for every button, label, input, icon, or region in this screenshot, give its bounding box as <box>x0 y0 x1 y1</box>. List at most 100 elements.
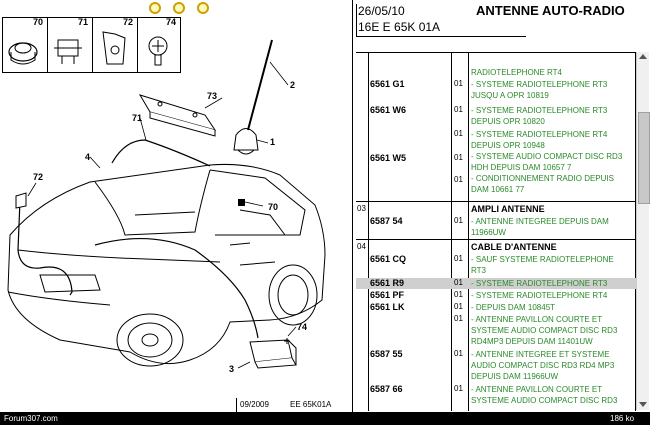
quantity: 01 <box>454 105 463 114</box>
quantity: 01 <box>454 79 463 88</box>
group-title: AMPLI ANTENNE <box>471 204 545 214</box>
part-number: 6561 W5 <box>370 153 407 163</box>
group-separator <box>356 239 636 240</box>
zoom-fit-button[interactable] <box>196 2 209 15</box>
quantity: 01 <box>454 175 463 184</box>
exploded-diagram <box>7 39 326 369</box>
desc-line: - SYSTEME RADIOTELEPHONE RT3 <box>471 279 608 288</box>
scroll-down-icon[interactable] <box>639 402 647 407</box>
group-number: 04 <box>357 242 366 251</box>
desc-line: SYSTEME AUDIO COMPACT DISC RD3 <box>471 396 618 405</box>
desc-line: DEPUIS DAM 11966UW <box>471 372 558 381</box>
part-number: 6561 W6 <box>370 105 407 115</box>
quantity: 01 <box>454 384 463 393</box>
column-line <box>635 53 636 411</box>
bracket-icon <box>102 31 126 65</box>
callout-4: 4 <box>85 152 91 162</box>
header-left-rule <box>356 4 357 36</box>
scroll-thumb[interactable] <box>638 112 650 204</box>
thumbnail-number: 74 <box>166 17 177 27</box>
desc-line: DEPUIS OPR 10820 <box>471 117 545 126</box>
vertical-scrollbar[interactable] <box>636 52 650 410</box>
thumbnail-number: 72 <box>123 17 134 27</box>
zoom-out-button[interactable] <box>172 2 185 15</box>
row-description: - ANTENNE PAVILLON COURTE ET SYSTEME AUD… <box>471 384 617 406</box>
column-line <box>368 53 369 411</box>
row-description: - ANTENNE INTEGREE ET SYSTEME AUDIO COMP… <box>471 349 614 382</box>
part-number: 6561 CQ <box>370 254 407 264</box>
parts-list-pane: 26/05/10 ANTENNE AUTO-RADIO 16E E 65K 01… <box>356 0 650 425</box>
row-description: - SAUF SYSTEME RADIOTELEPHONE RT3 <box>471 254 614 276</box>
callout-71: 71 <box>132 113 143 123</box>
part-number: 6561 R9 <box>370 278 405 288</box>
desc-line: RD4MP3 DEPUIS DAM 11401UW <box>471 337 593 346</box>
cable-clip-icon <box>54 39 82 64</box>
zoom-in-button[interactable] <box>148 2 161 15</box>
desc-line: - SYSTEME RADIOTELEPHONE RT3 <box>471 80 608 89</box>
row-description: - ANTENNE INTEGREE DEPUIS DAM 11966UW <box>471 216 609 238</box>
header-subtitle: 16E E 65K 01A <box>358 20 441 34</box>
group-title: CABLE D'ANTENNE <box>471 242 557 252</box>
footer-divider <box>236 398 237 412</box>
thumbnail-71[interactable]: 71 <box>47 17 93 73</box>
desc-line: RADIOTELEPHONE RT4 <box>471 68 562 77</box>
desc-line: SYSTEME AUDIO COMPACT DISC RD3 <box>471 326 618 335</box>
part-number: 6561 G1 <box>370 79 405 89</box>
part-number: 6587 55 <box>370 349 403 359</box>
status-left-text: Forum307.com <box>4 414 58 423</box>
desc-line: DAM 10661 77 <box>471 185 525 194</box>
row-description: - SYSTEME RADIOTELEPHONE RT3 DEPUIS OPR … <box>471 105 607 127</box>
desc-line: - SYSTEME RADIOTELEPHONE RT4 <box>471 130 608 139</box>
row-description: - SYSTEME RADIOTELEPHONE RT4 <box>471 290 607 301</box>
part-number: 6561 LK <box>370 302 405 312</box>
scroll-up-icon[interactable] <box>639 54 647 59</box>
desc-line: 11966UW <box>471 228 506 237</box>
selected-row-highlight <box>356 278 636 289</box>
desc-line: RT3 <box>471 266 486 275</box>
desc-line: - SYSTEME RADIOTELEPHONE RT4 <box>471 291 608 300</box>
row-description: RADIOTELEPHONE RT4 <box>471 67 562 78</box>
footer-date: 09/2009 <box>240 400 269 409</box>
thumbnail-72[interactable]: 72 <box>92 17 138 73</box>
callout-2: 2 <box>290 80 296 90</box>
callout-74: 74 <box>297 322 308 332</box>
quantity: 01 <box>454 278 463 287</box>
quantity: 01 <box>454 302 463 311</box>
quantity: 01 <box>454 216 463 225</box>
thumbnail-74[interactable]: 74 <box>137 17 181 73</box>
quantity: 01 <box>454 314 463 323</box>
thumbnail-number: 70 <box>33 17 44 27</box>
callout-3: 3 <box>229 364 235 374</box>
zoom-in-icon <box>148 2 161 14</box>
callout-73: 73 <box>207 91 218 101</box>
clip-icon <box>8 42 38 65</box>
screw-icon <box>148 36 168 66</box>
desc-line: - SYSTEME AUDIO COMPACT DISC RD3 <box>471 152 623 161</box>
diagram-pane: 70 71 72 74 <box>2 2 331 412</box>
row-description: - SYSTEME RADIOTELEPHONE RT4 DEPUIS OPR … <box>471 129 622 195</box>
status-size-text: 186 ko <box>610 414 635 423</box>
desc-line: - ANTENNE INTEGREE ET SYSTEME <box>471 350 610 359</box>
parts-table: RADIOTELEPHONE RT4 6561 G1 01 - SYSTEME … <box>356 52 636 411</box>
row-description: - DEPUIS DAM 10845T <box>471 302 555 313</box>
column-line <box>451 53 452 411</box>
quantity: 01 <box>454 129 463 138</box>
column-line <box>468 53 469 411</box>
desc-line: DEPUIS OPR 10948 <box>471 141 545 150</box>
thumbnail-number: 71 <box>78 17 89 27</box>
desc-line: - ANTENNE INTEGREE DEPUIS DAM <box>471 217 609 226</box>
zoom-fit-icon <box>196 2 209 14</box>
status-bar: Forum307.com 186 ko <box>0 412 650 425</box>
callout-72: 72 <box>33 172 44 182</box>
zoom-out-icon <box>172 2 185 14</box>
quantity: 01 <box>454 290 463 299</box>
part-number: 6561 PF <box>370 290 405 300</box>
quantity: 01 <box>454 254 463 263</box>
desc-line: HDH DEPUIS DAM 10657 7 <box>471 163 572 172</box>
row-description: - SYSTEME RADIOTELEPHONE RT3 <box>471 278 607 289</box>
desc-line: - CONDITIONNEMENT RADIO DEPUIS <box>471 174 614 183</box>
group-separator <box>356 201 636 202</box>
header-title: ANTENNE AUTO-RADIO <box>476 3 625 18</box>
quantity: 01 <box>454 349 463 358</box>
part-number: 6587 54 <box>370 216 403 226</box>
